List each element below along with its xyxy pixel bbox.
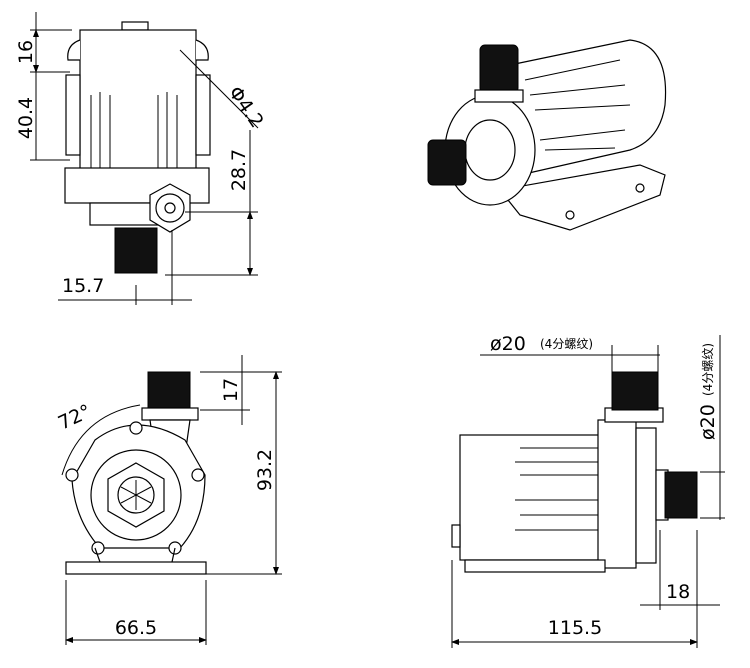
dim-17: 17 — [220, 378, 242, 402]
dim-18: 18 — [666, 581, 690, 603]
inlet-thread-note: (4分螺纹) — [701, 343, 715, 396]
side-view: 72° 17 93.2 66.5 — [55, 355, 282, 645]
dim-115-5: 115.5 — [548, 617, 602, 639]
dim-hole-diameter: Φ4.2 — [224, 82, 268, 132]
outlet-thread-note: (4分螺纹) — [540, 337, 593, 351]
dim-28-7: 28.7 — [228, 149, 250, 191]
dim-66-5: 66.5 — [115, 617, 157, 639]
dim-16: 16 — [15, 40, 37, 64]
dim-15-7: 15.7 — [62, 275, 104, 297]
dim-outlet-diameter: ø20 — [490, 333, 526, 355]
front-view: 16 40.4 Φ4.2 28.7 15.7 — [15, 12, 268, 305]
isometric-view — [427, 39, 667, 231]
dim-inlet-diameter: ø20 — [697, 404, 719, 440]
top-view: ø20 (4分螺纹) ø20 (4分螺纹) 18 115.5 — [451, 333, 725, 648]
dim-93-2: 93.2 — [254, 449, 276, 491]
dim-40-4: 40.4 — [15, 97, 37, 139]
